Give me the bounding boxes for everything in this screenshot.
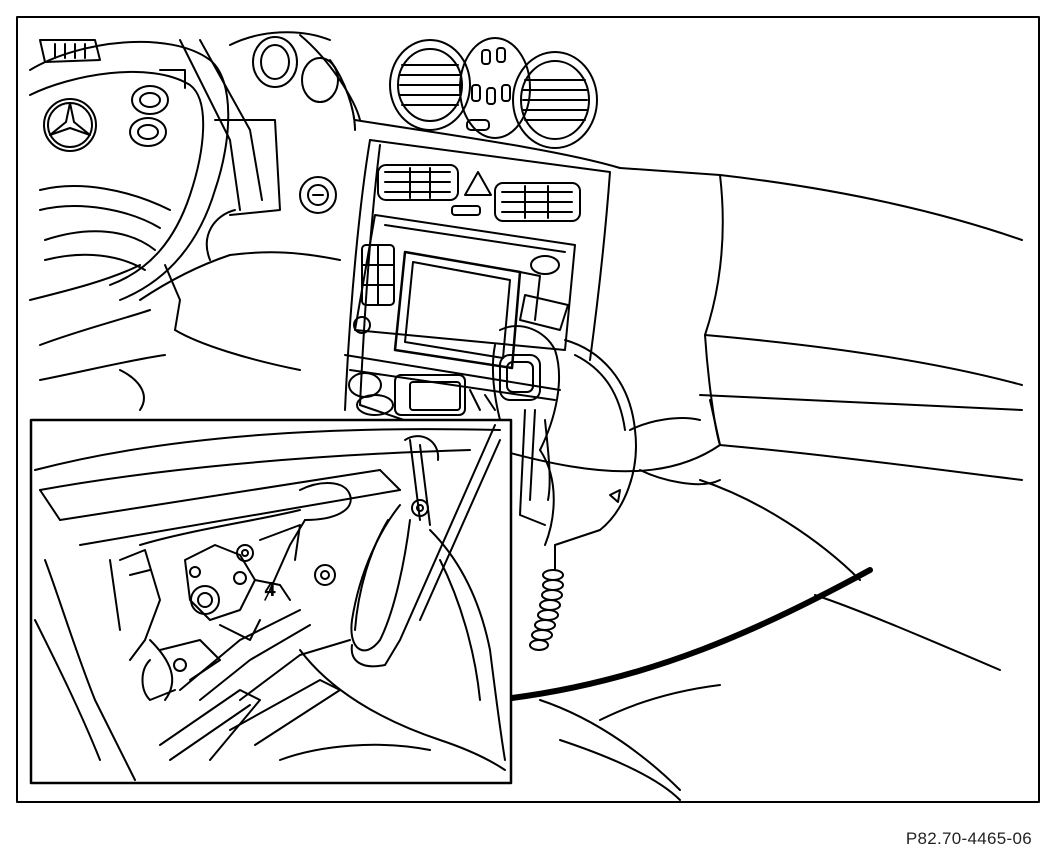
steering-wheel (29, 39, 230, 301)
steering-buttons (129, 69, 186, 147)
instrument-cluster (229, 31, 361, 131)
figure-reference-id: P82.70-4465-06 (905, 829, 1032, 848)
ignition-lock (299, 176, 337, 214)
coiled-handset-cable (529, 544, 564, 651)
telephone-handset-cradle (491, 294, 569, 546)
floor-lines (539, 479, 1001, 801)
main-illustration (29, 31, 1023, 801)
mercedes-star-logo (43, 98, 97, 152)
center-air-vents (389, 37, 598, 149)
inset-pointer-line (509, 567, 873, 701)
detail-inset (29, 418, 513, 785)
steering-column (179, 39, 281, 261)
outer-border (16, 16, 1040, 803)
center-console (344, 139, 611, 411)
dashboard-panel (354, 119, 1023, 481)
lower-console (344, 354, 561, 416)
callout-leader-4 (269, 519, 306, 591)
console-side-panel (554, 339, 721, 546)
navigation-display (393, 250, 541, 370)
footwell-lines (39, 251, 341, 411)
callout-label-4: 4 (264, 579, 276, 601)
